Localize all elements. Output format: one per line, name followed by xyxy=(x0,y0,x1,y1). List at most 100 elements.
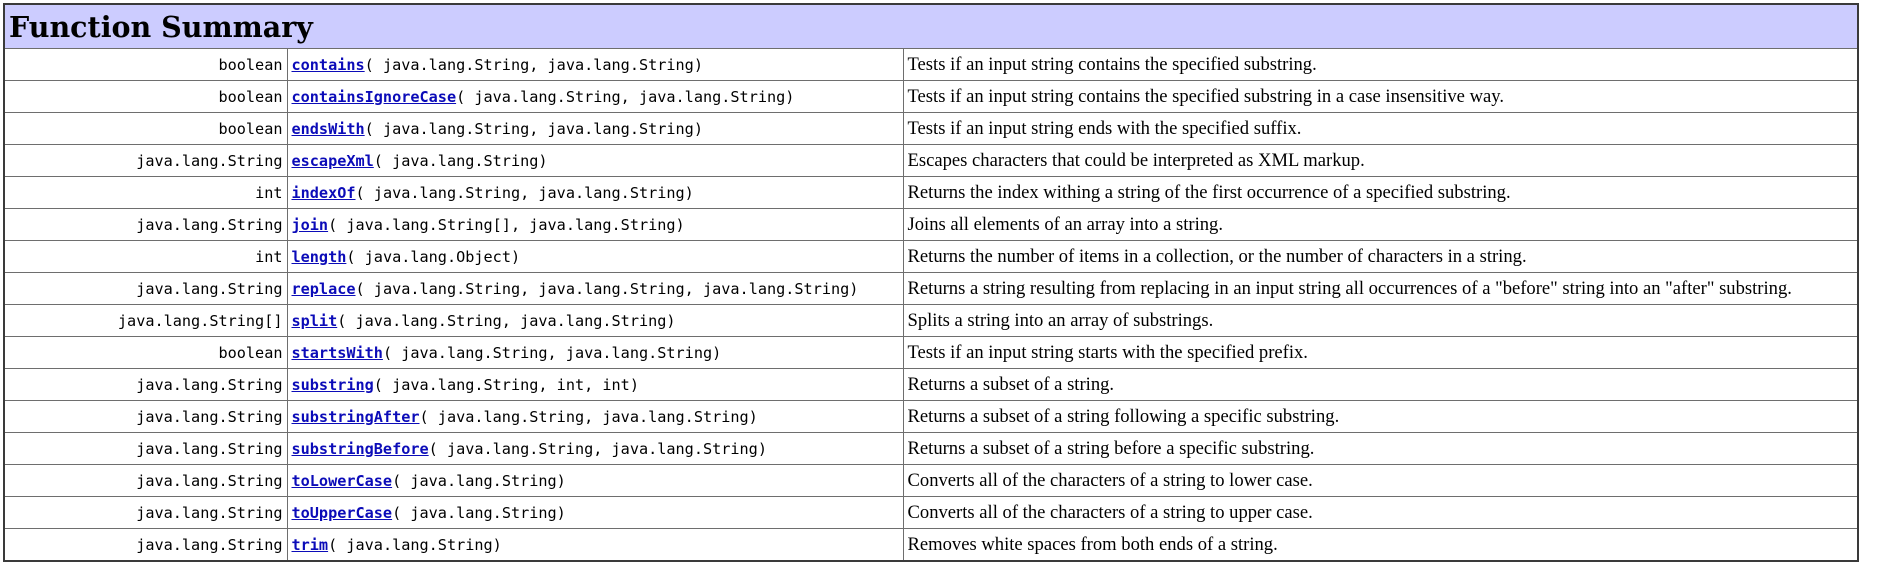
function-signature: substringBefore( java.lang.String, java.… xyxy=(286,432,904,465)
function-description: Converts all of the characters of a stri… xyxy=(902,464,1859,497)
function-link[interactable]: split xyxy=(291,311,338,330)
function-description: Returns a subset of a string following a… xyxy=(902,400,1859,433)
function-params: ( java.lang.String) xyxy=(328,535,502,554)
function-row: java.lang.String substring( java.lang.St… xyxy=(3,368,1859,401)
function-params: ( java.lang.String, java.lang.String) xyxy=(364,119,703,138)
function-signature: escapeXml( java.lang.String) xyxy=(286,144,904,177)
return-type: java.lang.String xyxy=(3,272,288,305)
function-link[interactable]: replace xyxy=(291,279,356,298)
summary-header-row: Function Summary xyxy=(3,3,1859,49)
function-params: ( java.lang.String, java.lang.String) xyxy=(364,55,703,74)
function-params: ( java.lang.String, java.lang.String) xyxy=(382,343,722,362)
function-row: java.lang.String[] split( java.lang.Stri… xyxy=(3,304,1859,337)
function-signature: replace( java.lang.String, java.lang.Str… xyxy=(286,272,904,305)
return-type: java.lang.String xyxy=(3,208,288,241)
function-signature: substringAfter( java.lang.String, java.l… xyxy=(286,400,904,433)
return-type: boolean xyxy=(3,112,288,145)
return-type: java.lang.String[] xyxy=(3,304,288,337)
return-type: int xyxy=(3,240,288,273)
function-description: Returns the number of items in a collect… xyxy=(902,240,1859,273)
function-signature: startsWith( java.lang.String, java.lang.… xyxy=(286,336,904,369)
function-row: java.lang.String toLowerCase( java.lang.… xyxy=(3,464,1859,497)
function-row: java.lang.String escapeXml( java.lang.St… xyxy=(3,144,1859,177)
function-link[interactable]: indexOf xyxy=(291,183,356,202)
function-link[interactable]: toLowerCase xyxy=(291,471,393,490)
function-params: ( java.lang.String) xyxy=(392,471,566,490)
function-params: ( java.lang.String, java.lang.String) xyxy=(355,183,694,202)
function-params: ( java.lang.String, java.lang.String, ja… xyxy=(355,279,859,298)
function-description: Returns a subset of a string before a sp… xyxy=(902,432,1859,465)
return-type: int xyxy=(3,176,288,209)
function-link[interactable]: escapeXml xyxy=(291,151,374,170)
return-type: java.lang.String xyxy=(3,368,288,401)
function-row: int indexOf( java.lang.String, java.lang… xyxy=(3,176,1859,209)
function-link[interactable]: toUpperCase xyxy=(291,503,393,522)
function-description: Escapes characters that could be interpr… xyxy=(902,144,1859,177)
function-description: Converts all of the characters of a stri… xyxy=(902,496,1859,529)
function-description: Splits a string into an array of substri… xyxy=(902,304,1859,337)
function-description: Tests if an input string contains the sp… xyxy=(902,48,1859,81)
function-params: ( java.lang.String[], java.lang.String) xyxy=(328,215,685,234)
function-description: Joins all elements of an array into a st… xyxy=(902,208,1859,241)
function-row: java.lang.String join( java.lang.String[… xyxy=(3,208,1859,241)
function-link[interactable]: contains xyxy=(291,55,365,74)
function-params: ( java.lang.String, java.lang.String) xyxy=(428,439,767,458)
function-row: boolean contains( java.lang.String, java… xyxy=(3,48,1859,81)
function-params: ( java.lang.String, java.lang.String) xyxy=(337,311,676,330)
function-row: java.lang.String substringAfter( java.la… xyxy=(3,400,1859,433)
function-signature: containsIgnoreCase( java.lang.String, ja… xyxy=(286,80,904,113)
function-link[interactable]: substringAfter xyxy=(291,407,420,426)
return-type: java.lang.String xyxy=(3,464,288,497)
function-params: ( java.lang.String, java.lang.String) xyxy=(419,407,758,426)
function-signature: trim( java.lang.String) xyxy=(286,528,904,562)
function-signature: indexOf( java.lang.String, java.lang.Str… xyxy=(286,176,904,209)
function-row: java.lang.String trim( java.lang.String)… xyxy=(3,528,1859,562)
function-row: java.lang.String substringBefore( java.l… xyxy=(3,432,1859,465)
summary-title: Function Summary xyxy=(3,3,1859,49)
function-signature: toLowerCase( java.lang.String) xyxy=(286,464,904,497)
return-type: boolean xyxy=(3,80,288,113)
function-description: Returns a string resulting from replacin… xyxy=(902,272,1859,305)
function-signature: contains( java.lang.String, java.lang.St… xyxy=(286,48,904,81)
function-summary-table: Function Summary boolean contains( java.… xyxy=(3,3,1859,562)
function-params: ( java.lang.String, int, int) xyxy=(373,375,639,394)
function-row: java.lang.String replace( java.lang.Stri… xyxy=(3,272,1859,305)
function-description: Returns a subset of a string. xyxy=(902,368,1859,401)
function-signature: length( java.lang.Object) xyxy=(286,240,904,273)
function-link[interactable]: length xyxy=(291,247,347,266)
function-params: ( java.lang.Object) xyxy=(346,247,521,266)
function-row: java.lang.String toUpperCase( java.lang.… xyxy=(3,496,1859,529)
function-row: int length( java.lang.Object) Returns th… xyxy=(3,240,1859,273)
function-link[interactable]: endsWith xyxy=(291,119,365,138)
function-description: Returns the index withing a string of th… xyxy=(902,176,1859,209)
function-link[interactable]: substring xyxy=(291,375,374,394)
function-summary-body: Function Summary boolean contains( java.… xyxy=(3,3,1859,562)
return-type: java.lang.String xyxy=(3,432,288,465)
function-params: ( java.lang.String) xyxy=(373,151,548,170)
function-row: boolean endsWith( java.lang.String, java… xyxy=(3,112,1859,145)
function-link[interactable]: substringBefore xyxy=(291,439,429,458)
return-type: java.lang.String xyxy=(3,496,288,529)
function-link[interactable]: trim xyxy=(291,535,329,554)
function-link[interactable]: containsIgnoreCase xyxy=(291,87,457,106)
function-signature: split( java.lang.String, java.lang.Strin… xyxy=(286,304,904,337)
function-signature: join( java.lang.String[], java.lang.Stri… xyxy=(286,208,904,241)
function-params: ( java.lang.String) xyxy=(392,503,566,522)
function-link[interactable]: join xyxy=(291,215,329,234)
function-signature: endsWith( java.lang.String, java.lang.St… xyxy=(286,112,904,145)
function-row: boolean containsIgnoreCase( java.lang.St… xyxy=(3,80,1859,113)
return-type: java.lang.String xyxy=(3,528,288,562)
return-type: boolean xyxy=(3,48,288,81)
function-params: ( java.lang.String, java.lang.String) xyxy=(456,87,795,106)
function-link[interactable]: startsWith xyxy=(291,343,383,362)
return-type: java.lang.String xyxy=(3,144,288,177)
return-type: boolean xyxy=(3,336,288,369)
return-type: java.lang.String xyxy=(3,400,288,433)
function-description: Tests if an input string starts with the… xyxy=(902,336,1859,369)
function-description: Tests if an input string contains the sp… xyxy=(902,80,1859,113)
function-signature: substring( java.lang.String, int, int) xyxy=(286,368,904,401)
function-row: boolean startsWith( java.lang.String, ja… xyxy=(3,336,1859,369)
function-description: Tests if an input string ends with the s… xyxy=(902,112,1859,145)
function-description: Removes white spaces from both ends of a… xyxy=(902,528,1859,562)
function-signature: toUpperCase( java.lang.String) xyxy=(286,496,904,529)
